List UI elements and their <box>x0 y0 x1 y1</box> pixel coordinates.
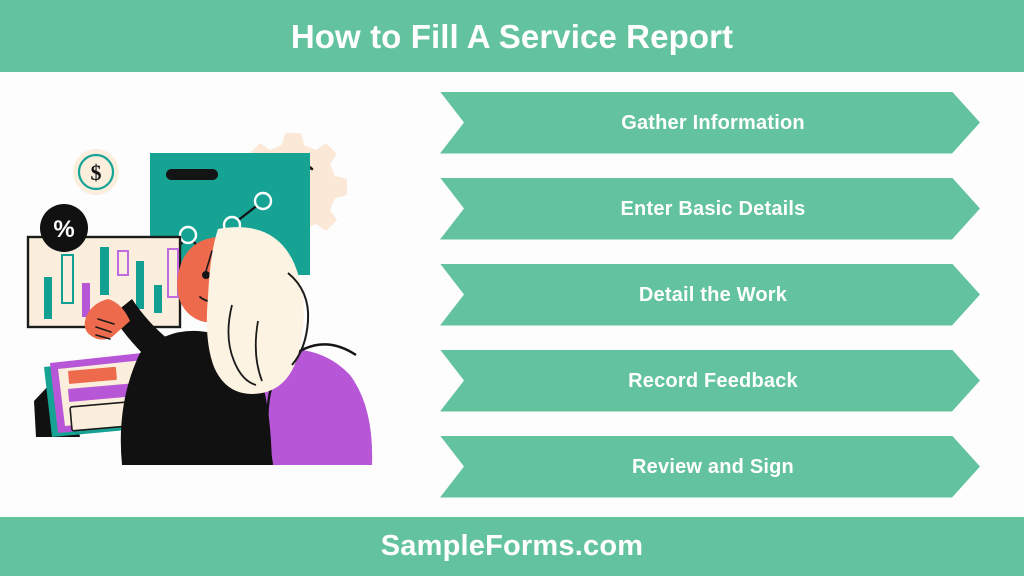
svg-text:%: % <box>53 216 74 243</box>
step-banner-5[interactable]: Review and Sign <box>440 436 980 498</box>
body-area: $ % <box>0 72 1024 517</box>
illustration-container: $ % <box>0 72 440 517</box>
person-figure <box>84 226 310 465</box>
step-label: Gather Information <box>621 111 805 134</box>
step-label: Enter Basic Details <box>620 197 806 220</box>
header-band: How to Fill A Service Report <box>0 0 1024 72</box>
step-banner-2[interactable]: Enter Basic Details <box>440 178 980 240</box>
step-label: Detail the Work <box>638 283 788 306</box>
step-label: Review and Sign <box>632 455 794 478</box>
step-banner-3[interactable]: Detail the Work <box>440 264 980 326</box>
svg-text:$: $ <box>91 160 102 185</box>
steps-list: Gather Information Enter Basic Details D… <box>440 72 1024 517</box>
page-title: How to Fill A Service Report <box>290 17 734 55</box>
step-label: Record Feedback <box>628 369 798 392</box>
percent-badge-icon: % <box>40 203 88 252</box>
step-banner-1[interactable]: Gather Information <box>440 92 980 154</box>
step-banner-4[interactable]: Record Feedback <box>440 350 980 412</box>
brand-name: SampleForms.com <box>380 530 644 562</box>
dollar-coin-icon: $ <box>73 148 119 195</box>
footer-band: SampleForms.com <box>0 517 1024 576</box>
woman-analyzing-charts-illustration: $ % <box>26 132 373 465</box>
